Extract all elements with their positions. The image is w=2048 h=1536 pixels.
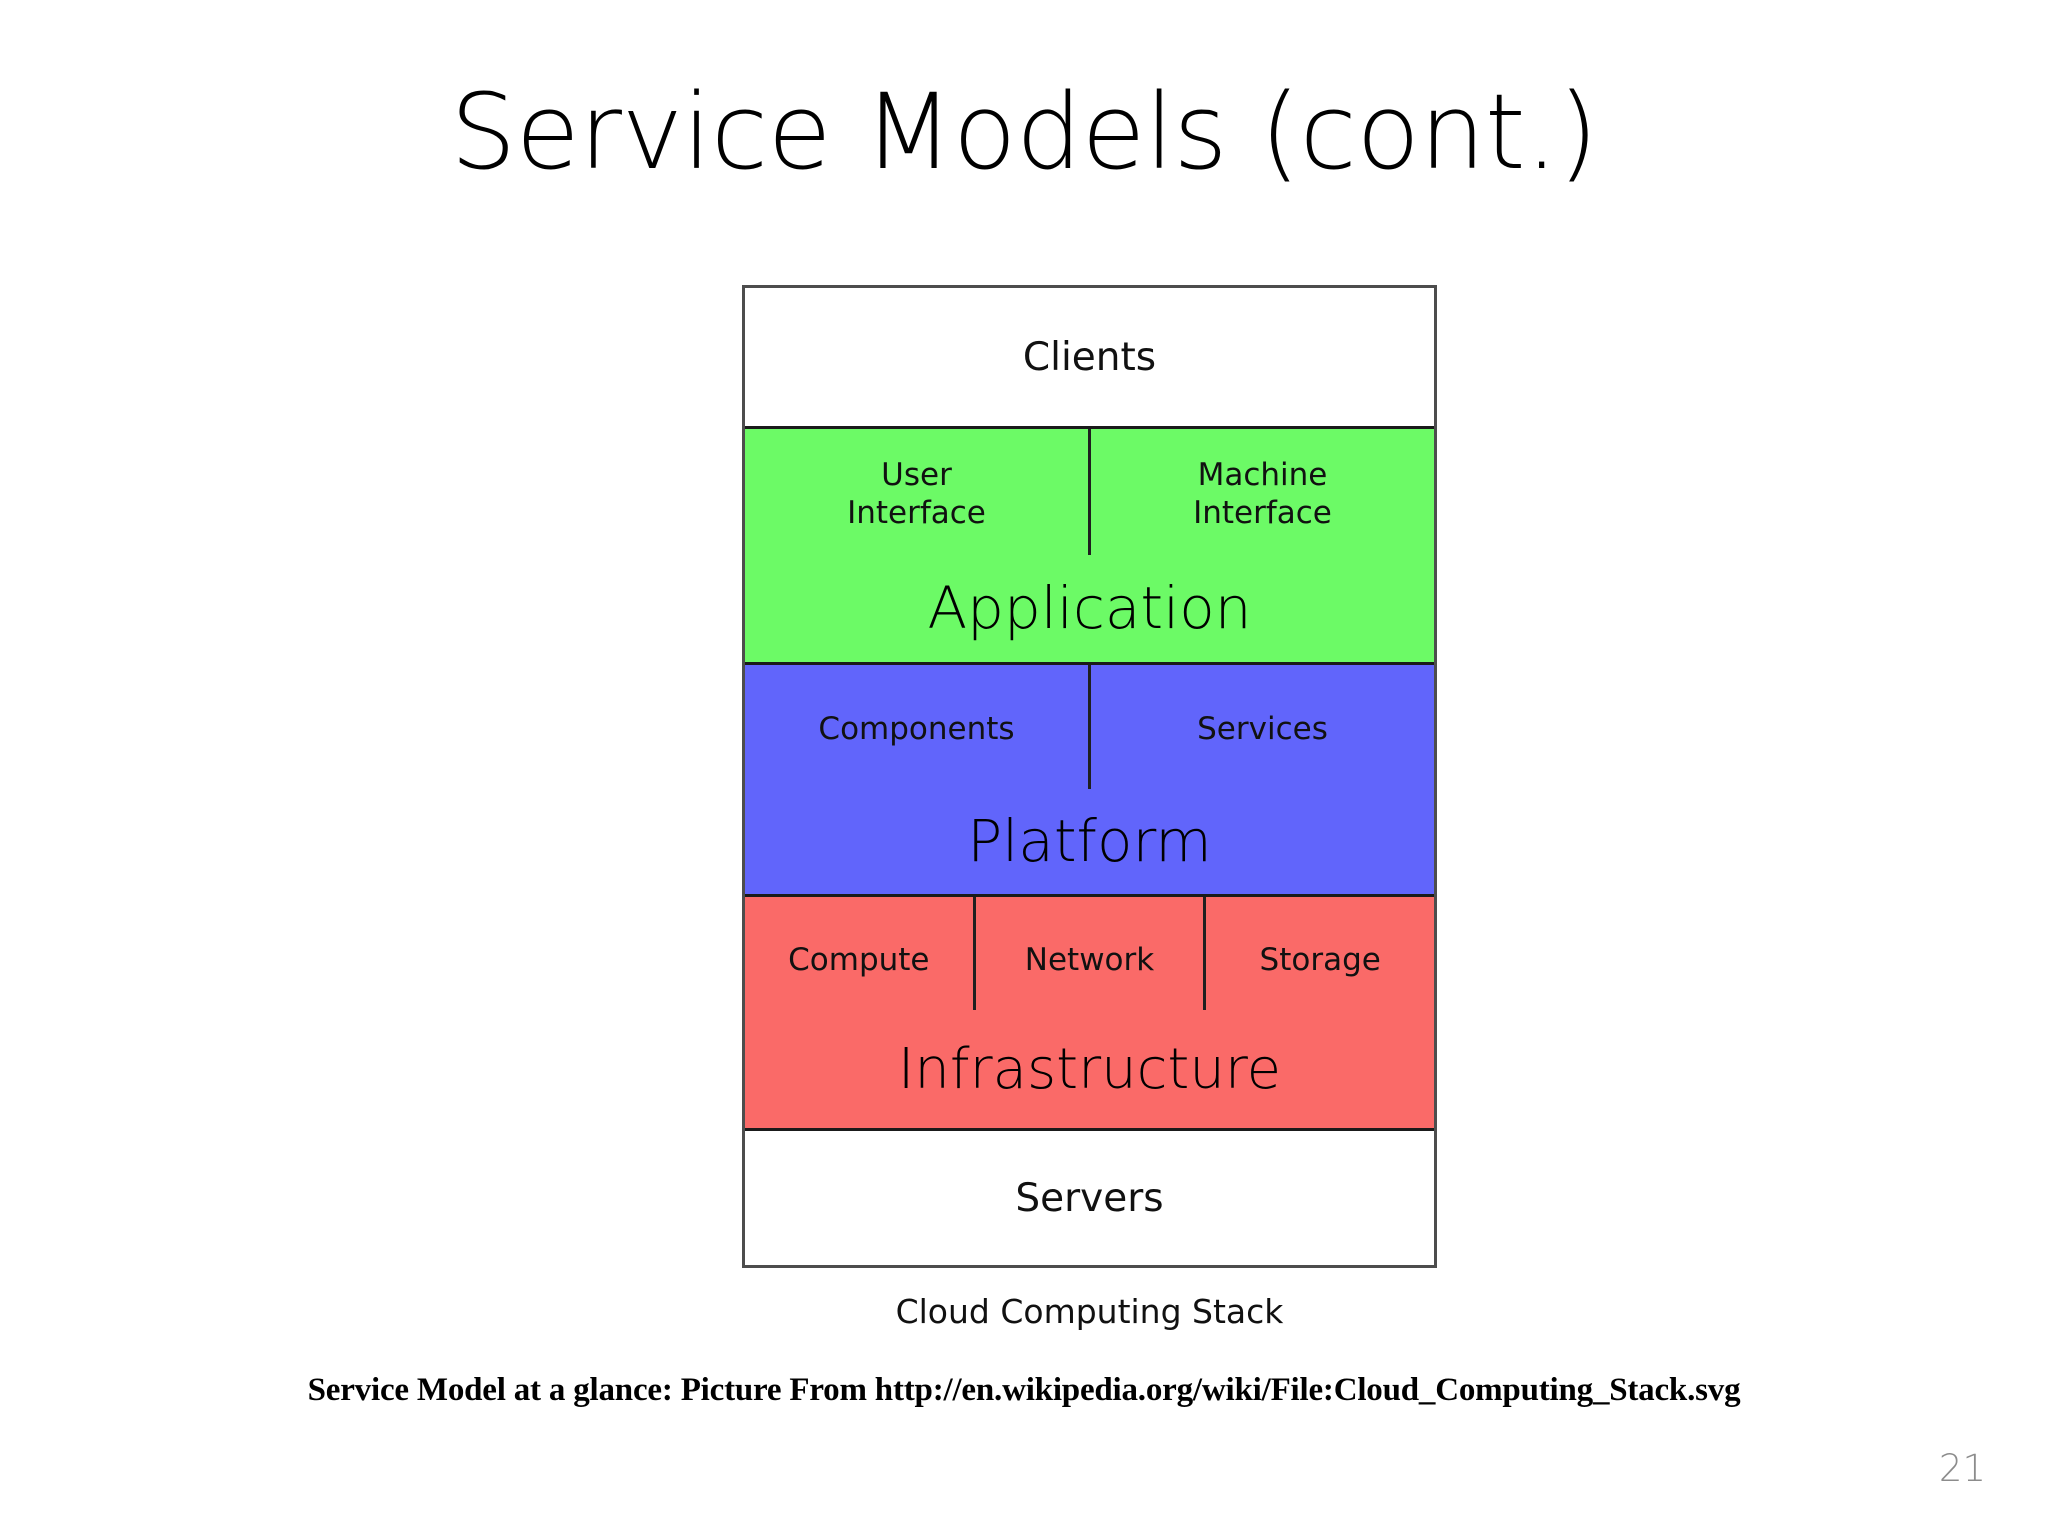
stack-row-application: User Interface Machine Interface Applica… bbox=[745, 429, 1434, 665]
stack-row-infrastructure: Compute Network Storage Infrastructure bbox=[745, 897, 1434, 1131]
page-number: 21 bbox=[1938, 1447, 1986, 1490]
application-subcell-user-interface-line2: Interface bbox=[847, 494, 986, 531]
platform-subcell-services: Services bbox=[1088, 665, 1434, 789]
application-subcell-machine-interface-line2: Interface bbox=[1193, 494, 1332, 531]
application-subcell-user-interface-line1: User bbox=[881, 457, 952, 494]
stack-row-platform-label: Platform bbox=[967, 807, 1212, 876]
application-subcell-machine-interface: Machine Interface bbox=[1088, 429, 1434, 555]
application-subcells: User Interface Machine Interface bbox=[745, 429, 1434, 555]
cloud-computing-stack-diagram: Clients User Interface Machine Interface… bbox=[742, 285, 1437, 1268]
infrastructure-subcell-compute: Compute bbox=[788, 941, 930, 978]
platform-subcell-components: Components bbox=[818, 710, 1015, 747]
stack-row-clients-label: Clients bbox=[1022, 334, 1157, 380]
infrastructure-subcell-storage: Storage bbox=[1203, 897, 1434, 1011]
infrastructure-subcell-network: Network bbox=[972, 897, 1204, 1011]
source-attribution: Service Model at a glance: Picture From … bbox=[307, 1372, 1741, 1408]
application-subcell-user-interface: User Interface bbox=[745, 429, 1088, 555]
stack-row-clients: Clients bbox=[745, 288, 1434, 429]
stack-row-platform: Components Services Platform bbox=[745, 665, 1434, 897]
stack-row-servers: Servers bbox=[745, 1131, 1434, 1265]
page-title: Service Models (cont.) bbox=[450, 71, 1598, 193]
stack-row-infrastructure-label: Infrastructure bbox=[897, 1036, 1282, 1102]
diagram-caption: Cloud Computing Stack bbox=[895, 1292, 1284, 1331]
stack-row-servers-label: Servers bbox=[1015, 1175, 1164, 1221]
infrastructure-subcells: Compute Network Storage bbox=[745, 897, 1434, 1011]
application-subcell-machine-interface-line1: Machine bbox=[1197, 457, 1328, 494]
stack-row-application-label: Application bbox=[927, 574, 1252, 643]
platform-subcells: Components Services bbox=[745, 665, 1434, 789]
